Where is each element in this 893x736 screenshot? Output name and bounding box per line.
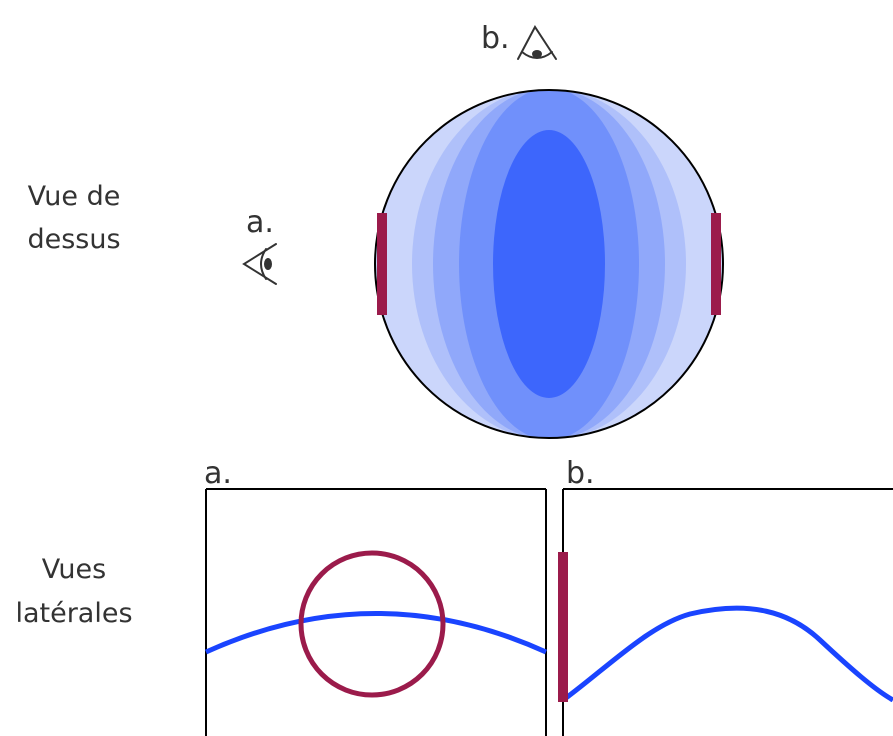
panel-b-label: b. [566,456,595,491]
eye-icon [518,27,556,59]
plate-ring [301,553,443,695]
panel-a-label: a. [204,456,232,491]
side-view-panel-b: b. [558,456,893,736]
plate-side [558,552,568,702]
row-label-bottom: Vues latérales [15,554,132,629]
viewpoint-a-label: a. [246,205,274,240]
row-label-top-line1: Vue de [28,181,121,212]
row-label-top: Vue de dessus [27,181,120,255]
viewpoint-b-label: b. [481,21,510,56]
row-label-bottom-line1: Vues [42,554,106,585]
plate-right [711,213,721,315]
row-label-bottom-line2: latérales [15,598,132,629]
row-label-top-line2: dessus [27,224,120,255]
curve-b [566,608,893,700]
eye-icon [244,244,276,284]
top-view-disc [375,88,723,440]
layer-core [493,130,605,398]
side-view-panel-a: a. [204,456,546,736]
curve-a [206,614,546,653]
plate-left [377,213,387,315]
